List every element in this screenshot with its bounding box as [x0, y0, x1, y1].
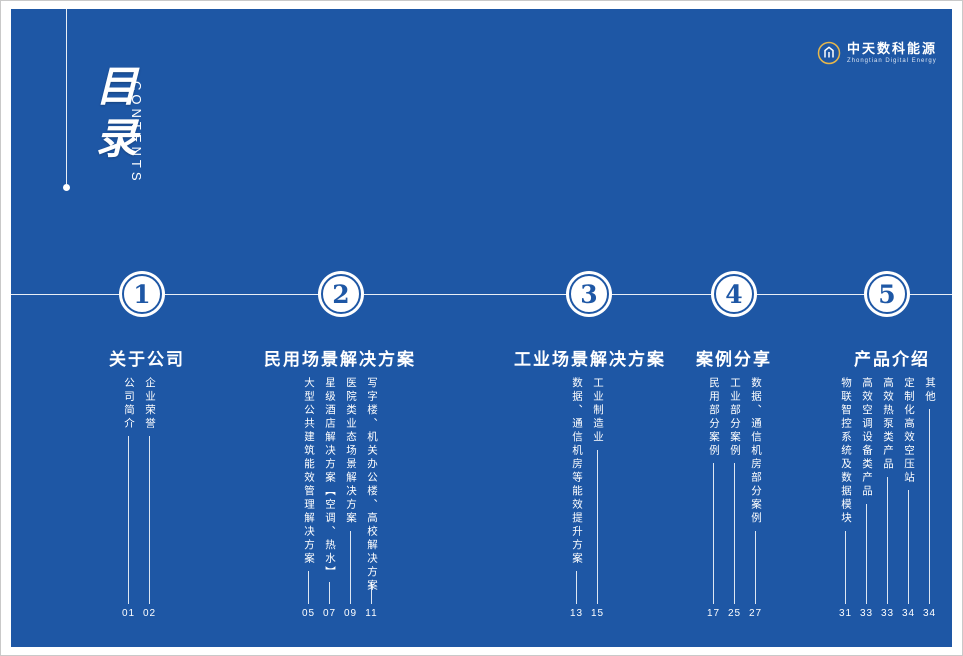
section-title: 案例分享: [696, 350, 772, 369]
section-items: 数据、通信机房等能效提升方案 13 工业制造业 15: [569, 377, 605, 619]
toc-item: 民用部分案例 17: [706, 377, 721, 619]
toc-item-page: 17: [706, 608, 721, 619]
toc-item-label: 数据、通信机房部分案例: [750, 377, 762, 526]
toc-item-page: 31: [838, 608, 853, 619]
toc-item-label: 高效空调设备类产品: [861, 377, 873, 499]
toc-item-label: 高效热泵类产品: [882, 377, 894, 472]
section-5-number: 5: [878, 279, 896, 309]
section-title: 关于公司: [109, 350, 185, 369]
toc-item-page: 33: [880, 608, 895, 619]
toc-item: 高效空调设备类产品 33: [859, 377, 874, 619]
toc-item-line: [887, 476, 888, 604]
toc-item-page: 11: [365, 608, 378, 619]
section-items: 物联智控系统及数据模块 31 高效空调设备类产品 33 高效热泵类产品 33 定…: [838, 377, 937, 619]
toc-item-label: 民用部分案例: [708, 377, 720, 458]
section-1-number: 1: [133, 279, 151, 309]
toc-item-label: 写字楼、机关办公楼、高校解决方案: [366, 377, 378, 593]
toc-item-page: 15: [590, 608, 605, 619]
toc-item-label: 医院类业态场景解决方案: [345, 377, 357, 526]
left-decor-line: [63, 9, 70, 191]
toc-item: 物联智控系统及数据模块 31: [838, 377, 853, 619]
toc-item: 公司简介 01: [121, 377, 136, 619]
section-2-number-badge: 2: [321, 274, 361, 314]
toc-item-line: [308, 571, 309, 604]
section-title: 民用场景解决方案: [264, 350, 416, 369]
toc-item-page: 34: [922, 608, 937, 619]
section-3-number: 3: [580, 279, 598, 309]
toc-item-page: 13: [569, 608, 584, 619]
section-5-number-badge: 5: [867, 274, 907, 314]
toc-item-page: 34: [901, 608, 916, 619]
section-title: 产品介绍: [854, 350, 930, 369]
toc-item-page: 02: [142, 608, 157, 619]
toc-item-label: 星级酒店解决方案【空调、热水】: [324, 377, 336, 580]
toc-title-en: CONTENTS: [129, 81, 144, 185]
toc-item-page: 33: [859, 608, 874, 619]
section-1-number-badge: 1: [122, 274, 162, 314]
decor-dot: [63, 184, 70, 191]
toc-item-page: 07: [322, 608, 337, 619]
toc-item-label: 数据、通信机房等能效提升方案: [571, 377, 583, 566]
toc-item-line: [929, 409, 930, 604]
toc-item: 其他 34: [922, 377, 937, 619]
toc-item-line: [755, 530, 756, 604]
toc-item-line: [908, 490, 909, 604]
toc-item-line: [149, 436, 150, 604]
toc-item-label: 公司简介: [123, 377, 135, 431]
toc-item-line: [371, 582, 372, 604]
toc-item-label: 企业荣誉: [144, 377, 156, 431]
toc-item-line: [734, 463, 735, 604]
toc-item-page: 25: [727, 608, 742, 619]
toc-item-line: [845, 530, 846, 604]
toc-item-page: 27: [748, 608, 763, 619]
toc-item-line: [597, 449, 598, 604]
toc-item-line: [128, 436, 129, 604]
toc-item: 数据、通信机房部分案例 27: [748, 377, 763, 619]
toc-item-label: 其他: [924, 377, 936, 404]
toc-item-line: [576, 571, 577, 604]
toc-item-page: 09: [343, 608, 358, 619]
toc-item: 写字楼、机关办公楼、高校解决方案 11: [364, 377, 379, 619]
toc-item-label: 大型公共建筑能效管理解决方案: [303, 377, 315, 566]
toc-item-line: [713, 463, 714, 604]
section-title: 工业场景解决方案: [514, 350, 666, 369]
section-items: 民用部分案例 17 工业部分案例 25 数据、通信机房部分案例 27: [706, 377, 763, 619]
toc-item-line: [350, 530, 351, 604]
toc-item-label: 工业制造业: [592, 377, 604, 445]
toc-item: 高效热泵类产品 33: [880, 377, 895, 619]
toc-item: 医院类业态场景解决方案 09: [343, 377, 358, 619]
toc-slide: 目录 CONTENTS 中天数科能源 Zhongtian Digital Ene…: [11, 9, 952, 647]
toc-item-page: 01: [121, 608, 136, 619]
section-2-number: 2: [332, 279, 350, 309]
section-4-number-badge: 4: [714, 274, 754, 314]
section-4-number: 4: [725, 279, 743, 309]
toc-item-line: [866, 503, 867, 604]
toc-item-page: 05: [301, 608, 316, 619]
toc-item-line: [329, 582, 330, 604]
toc-item: 星级酒店解决方案【空调、热水】 07: [322, 377, 337, 619]
toc-item: 工业部分案例 25: [727, 377, 742, 619]
logo-title: 中天数科能源: [846, 40, 937, 56]
toc-item: 定制化高效空压站 34: [901, 377, 916, 619]
section-3-number-badge: 3: [569, 274, 609, 314]
toc-item: 工业制造业 15: [590, 377, 605, 619]
toc-item: 数据、通信机房等能效提升方案 13: [569, 377, 584, 619]
toc-item-label: 定制化高效空压站: [903, 377, 915, 485]
section-items: 大型公共建筑能效管理解决方案 05 星级酒店解决方案【空调、热水】 07 医院类…: [301, 377, 379, 619]
timeline-rule: [11, 294, 952, 295]
logo-icon: [817, 41, 841, 65]
logo: 中天数科能源 Zhongtian Digital Energy: [817, 41, 937, 65]
logo-subtitle: Zhongtian Digital Energy: [846, 58, 937, 65]
toc-title-zh: 目录: [89, 64, 138, 168]
toc-item-label: 工业部分案例: [729, 377, 741, 458]
section-items: 公司简介 01 企业荣誉 02: [121, 377, 157, 619]
toc-item-label: 物联智控系统及数据模块: [840, 377, 852, 526]
toc-item: 大型公共建筑能效管理解决方案 05: [301, 377, 316, 619]
logo-text: 中天数科能源 Zhongtian Digital Energy: [846, 40, 937, 65]
toc-item: 企业荣誉 02: [142, 377, 157, 619]
